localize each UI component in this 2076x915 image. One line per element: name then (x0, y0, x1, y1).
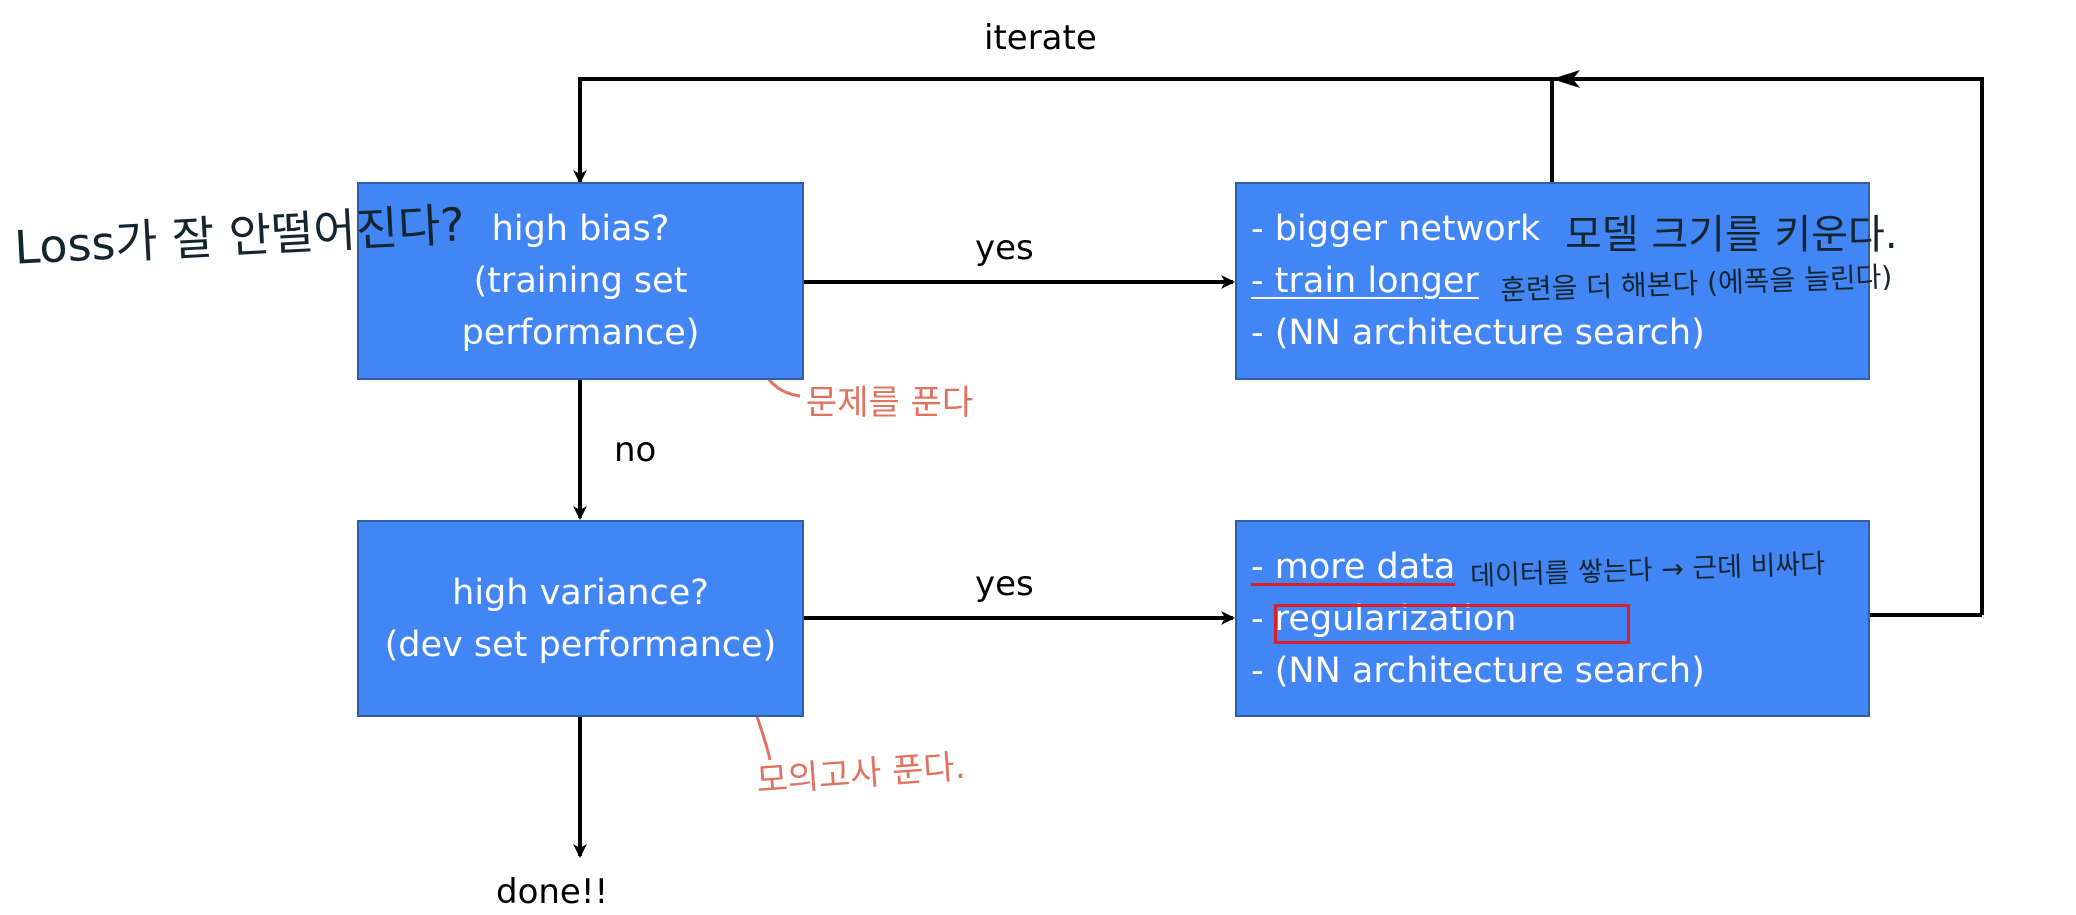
bias-line-2: (training set (473, 261, 688, 301)
yes-top-label: yes (975, 228, 1034, 268)
iterate-label: iterate (984, 18, 1097, 58)
bias-remedy-2: - train longer (1251, 261, 1479, 301)
no-label: no (614, 430, 657, 470)
iterate-arrowhead (1552, 70, 1580, 88)
done-label: done!! (496, 872, 609, 912)
regularization-highlight-box (1274, 604, 1630, 644)
bias-line-1: high bias? (491, 209, 670, 249)
bias-remedies-box: - bigger network - train longer - (NN ar… (1235, 182, 1870, 380)
bias-remedy-1: - bigger network (1251, 209, 1541, 249)
bias-line-3: performance) (461, 313, 700, 353)
variance-line-1: high variance? (452, 572, 709, 613)
variance-line-2: (dev set performance) (384, 624, 777, 665)
variance-remedy-1: - more data (1251, 546, 1456, 587)
annotation-model-size: 모델 크기를 키운다. (1565, 212, 1898, 258)
variance-remedy-3: - (NN architecture search) (1251, 650, 1705, 691)
yes-bottom-label: yes (975, 564, 1034, 604)
variance-remedies-box: - more data - regularization - (NN archi… (1235, 520, 1870, 717)
bias-remedy-3: - (NN architecture search) (1251, 313, 1705, 353)
high-variance-box: high variance? (dev set performance) (357, 520, 804, 717)
iterate-loop-line (573, 77, 1984, 615)
annotation-problem-solving: 문제를 푼다 (806, 383, 974, 423)
high-bias-box: high bias? (training set performance) (357, 182, 804, 380)
